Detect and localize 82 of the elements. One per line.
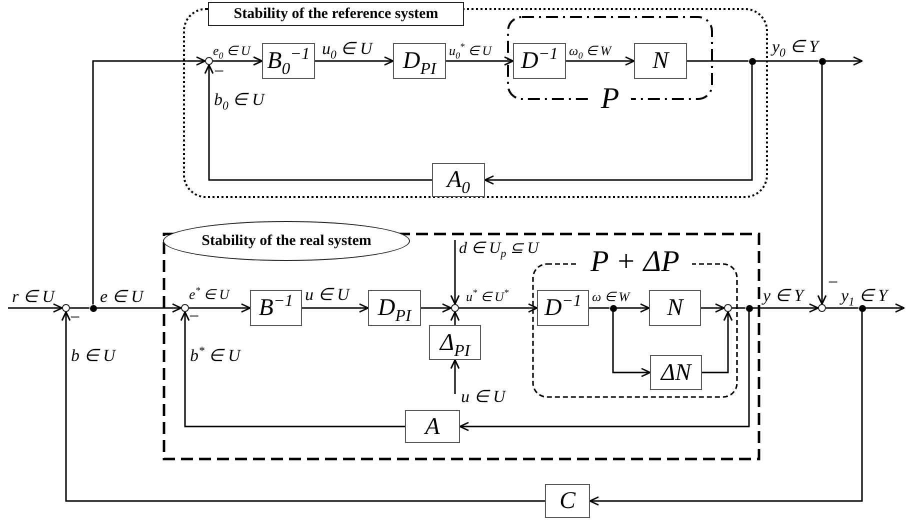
signal-label: b ∈ U — [71, 347, 116, 364]
signal-arrow — [204, 64, 432, 181]
transfer-block: B$^{−1}$ — [250, 290, 302, 326]
transfer-block: D$_{PI}$ — [393, 43, 446, 79]
branch-point — [748, 58, 756, 64]
signal-label: y ∈ Y — [763, 287, 804, 304]
signal-label: e$^{*}$ ∈ U — [189, 289, 230, 303]
summing-junction — [181, 304, 189, 312]
transfer-block: A — [405, 410, 460, 443]
signal-line — [687, 60, 748, 62]
signal-arrow — [866, 303, 905, 313]
transfer-block: D$^{−1}$ — [513, 43, 566, 79]
signal-arrow — [450, 359, 460, 394]
transfer-block: D$_{PI}$ — [368, 290, 421, 326]
transfer-block: C — [545, 484, 590, 518]
signal-label: u$_{0}$$^{*}$ ∈ U — [449, 44, 492, 57]
signal-arrow — [421, 303, 452, 313]
signal-label: ω ∈ W — [592, 290, 630, 303]
summing-junction — [451, 304, 459, 312]
branch-point — [746, 304, 752, 312]
signal-label: u ∈ U — [461, 388, 506, 405]
section-heading: Stability of the real system — [163, 221, 410, 261]
summing-junction — [724, 304, 732, 312]
signal-line — [756, 60, 818, 62]
signal-arrow — [459, 312, 750, 432]
signal-label: b$_{0}$ ∈ U — [214, 91, 264, 108]
signal-label: e$_{0}$ ∈ U — [213, 44, 250, 57]
transfer-block: A$_{0}$ — [432, 163, 485, 197]
summing-junction — [818, 304, 826, 312]
signal-arrow — [96, 303, 182, 313]
signal-line — [589, 307, 610, 309]
transfer-block: ΔN — [650, 355, 702, 390]
signal-label: u ∈ U — [305, 286, 350, 303]
minus-sign: − — [70, 308, 80, 326]
minus-sign: − — [189, 307, 200, 325]
signal-label: ω$_{0}$ ∈ W — [569, 44, 612, 57]
branch-point — [610, 304, 616, 312]
signal-arrow — [566, 56, 635, 66]
signal-arrow — [701, 303, 725, 313]
signal-arrow — [612, 312, 651, 378]
signal-line — [732, 307, 746, 309]
summing-junction — [62, 304, 70, 312]
signal-arrow — [484, 64, 753, 185]
signal-arrow — [189, 303, 251, 313]
summing-junction — [205, 57, 213, 65]
transfer-block: N — [649, 290, 701, 326]
minus-sign: − — [214, 62, 224, 80]
signal-arrow — [826, 56, 863, 66]
signal-line — [70, 307, 90, 309]
branch-point — [818, 58, 826, 64]
signal-label: u$^{*}$ ∈ U$^{*}$ — [466, 290, 508, 303]
signal-arrow — [315, 56, 394, 66]
signal-arrow — [92, 56, 206, 304]
transfer-block: N — [634, 43, 687, 79]
signal-line — [826, 307, 858, 309]
transfer-block: Δ$_{PI}$ — [429, 325, 481, 360]
signal-arrow — [459, 303, 538, 313]
section-heading: Stability of the reference system — [208, 2, 464, 26]
signal-label: y$_{0}$ ∈ Y — [772, 38, 818, 55]
signal-arrow — [616, 303, 650, 313]
signal-label: r ∈ U — [12, 288, 54, 305]
minus-sign: − — [828, 273, 838, 291]
signal-arrow — [61, 311, 545, 502]
signal-arrow — [180, 311, 405, 428]
signal-arrow — [450, 311, 460, 325]
signal-label: d ∈ U$_{p}$ ⊆ U — [459, 241, 539, 257]
signal-arrow — [8, 303, 63, 313]
signal-arrow — [446, 56, 514, 66]
signal-label: y$_{1}$ ∈ Y — [841, 287, 888, 304]
branch-point — [858, 304, 866, 312]
signal-arrow — [213, 56, 263, 66]
signal-arrow — [302, 303, 369, 313]
signal-arrow — [450, 240, 460, 305]
signal-label: u$_{0}$ ∈ U — [322, 40, 372, 57]
signal-arrow — [702, 311, 733, 374]
signal-label: b$^{*}$ ∈ U — [190, 347, 240, 364]
branch-point — [90, 304, 96, 312]
signal-arrow — [752, 303, 819, 313]
signal-arrow — [817, 64, 827, 305]
signal-label: e ∈ U — [100, 288, 144, 305]
transfer-block: D$^{−1}$ — [537, 290, 589, 326]
signal-arrow — [589, 312, 863, 506]
